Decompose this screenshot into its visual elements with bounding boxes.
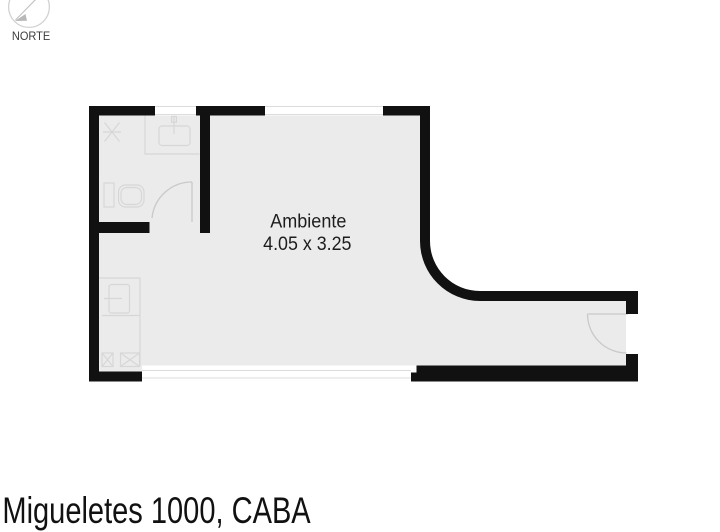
svg-text:NORTE: NORTE <box>12 31 51 43</box>
svg-text:Ambiente: Ambiente <box>270 210 346 232</box>
svg-text:4.05 x 3.25: 4.05 x 3.25 <box>263 232 351 254</box>
svg-text:Migueletes 1000, CABA: Migueletes 1000, CABA <box>2 491 311 532</box>
